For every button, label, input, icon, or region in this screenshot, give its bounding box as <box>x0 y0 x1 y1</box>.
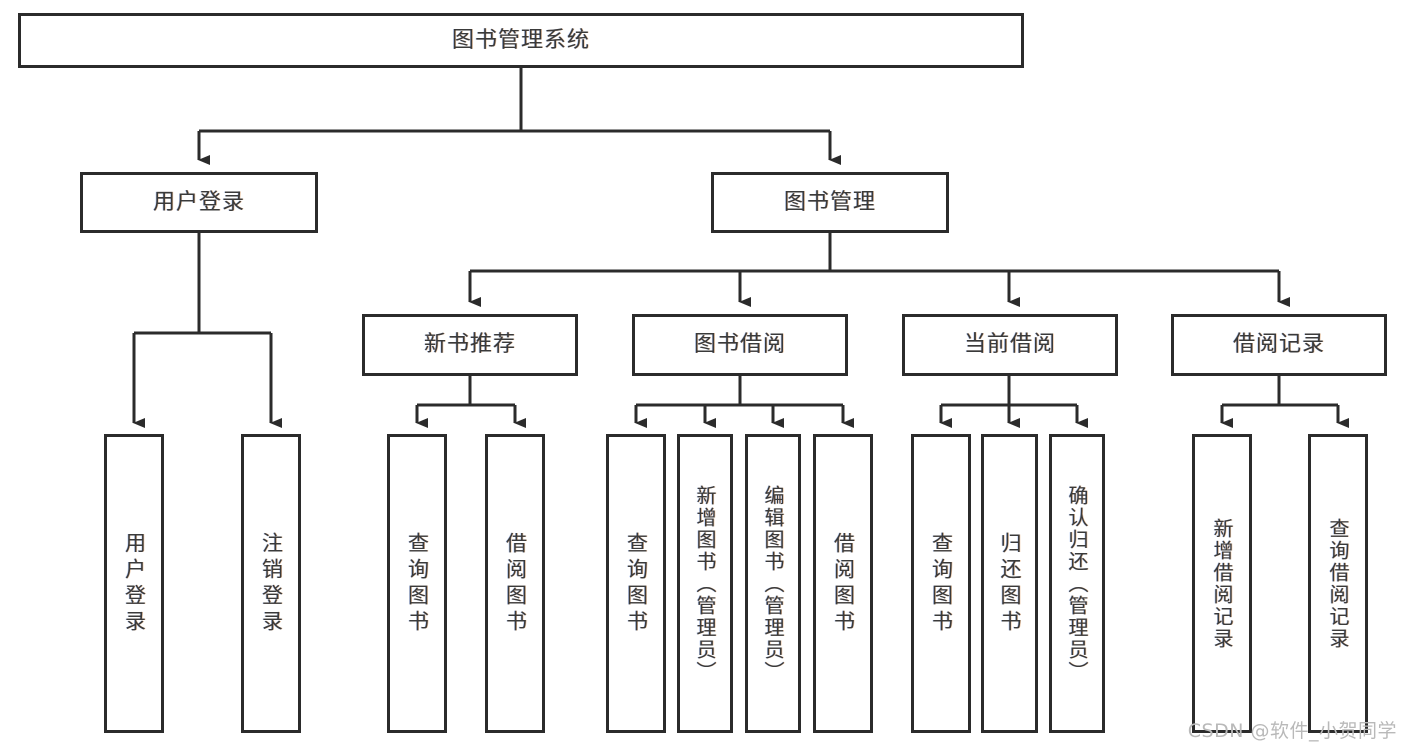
node-leaf-edit-book-label: 编辑图书（管理员） <box>761 484 785 683</box>
node-leaf-return-book-label: 归还图书 <box>998 531 1022 636</box>
node-leaf-borrow-book-2-label: 借阅图书 <box>831 531 856 636</box>
node-leaf-query-record-label: 查询借阅记录 <box>1326 517 1350 650</box>
node-root-label: 图书管理系统 <box>451 27 590 53</box>
node-leaf-edit-book[interactable]: 编辑图书（管理员） <box>745 434 801 733</box>
node-leaf-user-logout-label: 注销登录 <box>259 531 284 636</box>
node-book-borrow-label: 图书借阅 <box>693 332 786 358</box>
node-book-borrow[interactable]: 图书借阅 <box>632 314 848 376</box>
node-borrow-record-label: 借阅记录 <box>1232 332 1325 358</box>
node-leaf-confirm-return[interactable]: 确认归还（管理员） <box>1049 434 1105 733</box>
node-new-book-recommend-label: 新书推荐 <box>423 332 516 358</box>
node-leaf-user-login-label: 用户登录 <box>122 531 147 636</box>
node-book-manage[interactable]: 图书管理 <box>711 172 949 233</box>
node-book-manage-label: 图书管理 <box>783 189 876 215</box>
node-leaf-query-book-1[interactable]: 查询图书 <box>387 434 447 733</box>
node-leaf-add-book-label: 新增图书（管理员） <box>693 484 717 683</box>
node-leaf-return-book[interactable]: 归还图书 <box>981 434 1038 733</box>
node-leaf-borrow-book-1-label: 借阅图书 <box>503 531 528 636</box>
node-leaf-query-book-3-label: 查询图书 <box>929 531 954 636</box>
node-leaf-user-logout[interactable]: 注销登录 <box>241 434 301 733</box>
node-leaf-query-book-2-label: 查询图书 <box>624 531 649 636</box>
node-user-login-label: 用户登录 <box>152 189 245 215</box>
node-leaf-confirm-return-label: 确认归还（管理员） <box>1065 484 1089 683</box>
node-leaf-borrow-book-2[interactable]: 借阅图书 <box>813 434 873 733</box>
node-new-book-recommend[interactable]: 新书推荐 <box>362 314 578 376</box>
node-leaf-query-book-3[interactable]: 查询图书 <box>911 434 971 733</box>
node-root[interactable]: 图书管理系统 <box>18 13 1024 68</box>
node-leaf-query-book-1-label: 查询图书 <box>405 531 430 636</box>
node-leaf-query-book-2[interactable]: 查询图书 <box>606 434 666 733</box>
node-leaf-query-record[interactable]: 查询借阅记录 <box>1308 434 1368 733</box>
node-current-borrow[interactable]: 当前借阅 <box>902 314 1118 376</box>
node-user-login[interactable]: 用户登录 <box>80 172 318 233</box>
node-leaf-add-book[interactable]: 新增图书（管理员） <box>677 434 733 733</box>
node-leaf-borrow-book-1[interactable]: 借阅图书 <box>485 434 545 733</box>
node-leaf-add-record-label: 新增借阅记录 <box>1210 517 1234 650</box>
watermark-text: CSDN @软件_小贺同学 <box>1187 720 1397 742</box>
node-leaf-user-login[interactable]: 用户登录 <box>104 434 164 733</box>
node-current-borrow-label: 当前借阅 <box>963 332 1056 358</box>
node-borrow-record[interactable]: 借阅记录 <box>1171 314 1387 376</box>
node-leaf-add-record[interactable]: 新增借阅记录 <box>1192 434 1252 733</box>
